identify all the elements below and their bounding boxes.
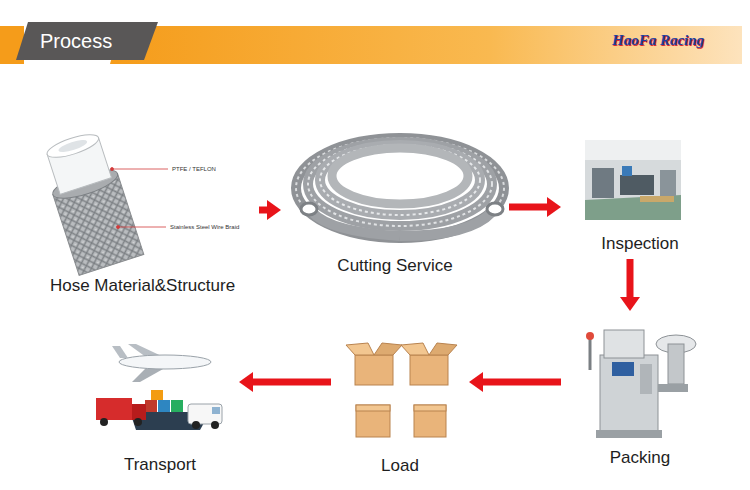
- coiled-hose: [332, 148, 468, 204]
- flow-arrow: [239, 372, 331, 392]
- transport-vehicles: [145, 400, 157, 412]
- process-step: Cutting Service: [285, 125, 505, 285]
- process-step: Load: [335, 335, 465, 480]
- transport-vehicles: [96, 398, 132, 420]
- part-label: PTFE / TEFLON: [172, 165, 216, 173]
- coiled-hose: [296, 138, 504, 238]
- inspection-photo: [585, 140, 681, 160]
- arrow-head: [267, 200, 281, 220]
- flow-arrow: [259, 200, 281, 220]
- transport-vehicles: [96, 344, 222, 430]
- cardboard-boxes: [374, 343, 402, 355]
- process-step: Packing: [565, 315, 715, 475]
- arrow-shaft: [627, 259, 634, 297]
- step-label: Inspection: [565, 234, 715, 254]
- step-label: Transport: [85, 455, 235, 475]
- cardboard-boxes: [346, 343, 374, 355]
- cardboard-boxes: [356, 405, 390, 437]
- part-label: Stainless Steel Wire Braid: [170, 223, 239, 231]
- inspection-photo: [640, 196, 674, 202]
- cardboard-boxes: [429, 343, 457, 355]
- transport-vehicles: [132, 404, 146, 420]
- transport-vehicles: [158, 400, 170, 412]
- arrow-shaft: [259, 207, 267, 214]
- packing-machine: [596, 430, 662, 438]
- coiled-hose: [487, 203, 503, 215]
- leader-lines: [111, 168, 169, 229]
- leader-lines: [118, 227, 166, 228]
- arrow-shaft: [253, 379, 331, 386]
- inspection-photo: [585, 140, 681, 220]
- arrow-shaft: [509, 204, 547, 211]
- packing-machine: [612, 362, 634, 376]
- arrow-head: [620, 297, 640, 311]
- hose-cross-section: [38, 128, 144, 276]
- packing-machine: [604, 330, 644, 358]
- step-label: Hose Material&Structure: [30, 276, 255, 296]
- arrow-head: [547, 197, 561, 217]
- cardboard-boxes: [355, 355, 393, 385]
- cardboard-boxes: [414, 405, 446, 437]
- flow-arrow: [469, 372, 561, 392]
- coiled-hose: [312, 212, 400, 236]
- cardboard-boxes: [346, 343, 457, 437]
- process-step: Inspection: [565, 130, 715, 255]
- cardboard-boxes: [414, 405, 446, 411]
- step-label: Packing: [565, 448, 715, 468]
- transport-vehicles: [112, 346, 128, 358]
- coiled-hose: [301, 203, 317, 215]
- packing-machine: [586, 330, 696, 438]
- header-bar: [110, 26, 742, 64]
- transport-vehicles: [188, 404, 222, 424]
- inspection-photo: [585, 140, 681, 220]
- process-step: Transport: [85, 330, 235, 480]
- transport-vehicles: [192, 421, 200, 429]
- transport-vehicles: [212, 407, 220, 414]
- leader-lines: [111, 168, 114, 171]
- coiled-hose: [308, 142, 492, 226]
- arrow-head: [469, 372, 483, 392]
- coiled-hose: [320, 145, 480, 215]
- coiled-hose: [320, 145, 480, 215]
- cardboard-boxes: [356, 405, 390, 411]
- arrow-shaft: [483, 379, 561, 386]
- inspection-photo: [620, 175, 654, 195]
- coiled-hose: [308, 142, 492, 226]
- packing-machine: [586, 332, 594, 340]
- transport-vehicles: [171, 400, 183, 412]
- cardboard-boxes: [401, 343, 429, 355]
- coiled-hose: [400, 212, 492, 236]
- hose-cross-section: [57, 138, 88, 155]
- transport-vehicles: [100, 418, 108, 426]
- inspection-photo: [592, 168, 614, 198]
- packing-machine: [589, 338, 592, 370]
- transport-vehicles: [119, 355, 211, 369]
- header-bar: [0, 22, 742, 64]
- process-step: Hose Material&Structure: [30, 125, 255, 300]
- packing-machine: [640, 364, 652, 394]
- transport-vehicles: [211, 421, 219, 429]
- packing-machine: [668, 344, 684, 384]
- flow-arrow: [620, 259, 640, 311]
- cardboard-boxes: [410, 355, 448, 385]
- arrow-head: [239, 372, 253, 392]
- packing-machine: [600, 355, 658, 435]
- step-label: Load: [335, 456, 465, 476]
- header-bar: [16, 22, 158, 60]
- transport-vehicles: [151, 390, 163, 400]
- leader-lines: [112, 169, 168, 170]
- coiled-hose: [296, 138, 504, 238]
- flow-arrow: [509, 197, 561, 217]
- step-label: Cutting Service: [285, 256, 505, 276]
- inspection-photo: [585, 195, 681, 220]
- coiled-hose: [296, 138, 504, 238]
- inspection-photo: [622, 166, 632, 176]
- inspection-photo: [660, 170, 676, 196]
- hose-cross-section: [45, 130, 101, 162]
- brand-logo: HaoFa Racing: [612, 32, 704, 49]
- packing-machine: [658, 384, 688, 392]
- diagram-title: Process: [40, 29, 112, 53]
- transport-vehicles: [134, 418, 142, 426]
- leader-lines: [117, 226, 120, 229]
